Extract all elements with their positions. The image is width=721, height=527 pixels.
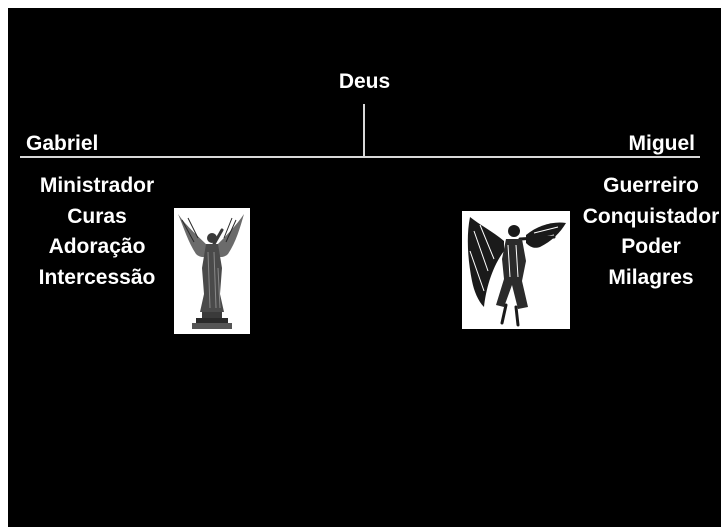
right-attribute: Guerreiro (603, 174, 699, 197)
left-node-label: Gabriel (26, 132, 99, 155)
left-attribute: Intercessão (38, 265, 156, 289)
right-attribute: Poder (621, 235, 681, 258)
angel-statue-icon (174, 208, 250, 334)
right-node-label: Miguel (628, 132, 696, 155)
vertical-connector (363, 104, 365, 156)
left-attribute: Ministrador (39, 174, 155, 197)
right-attribute: Milagres (608, 265, 694, 289)
left-attribute-list: Ministrador Curas Adoração Intercessão (22, 171, 172, 293)
right-attribute-list: Guerreiro Conquistador Poder Milagres (576, 171, 721, 293)
left-attribute: Adoração (48, 235, 146, 258)
right-attribute: Conquistador (582, 204, 720, 228)
warrior-angel-icon (462, 211, 570, 329)
top-node-label: Deus (338, 70, 391, 93)
slide: Deus Gabriel Miguel Ministrador Curas Ad… (8, 8, 721, 527)
horizontal-connector (20, 156, 700, 158)
left-attribute: Curas (67, 204, 127, 228)
